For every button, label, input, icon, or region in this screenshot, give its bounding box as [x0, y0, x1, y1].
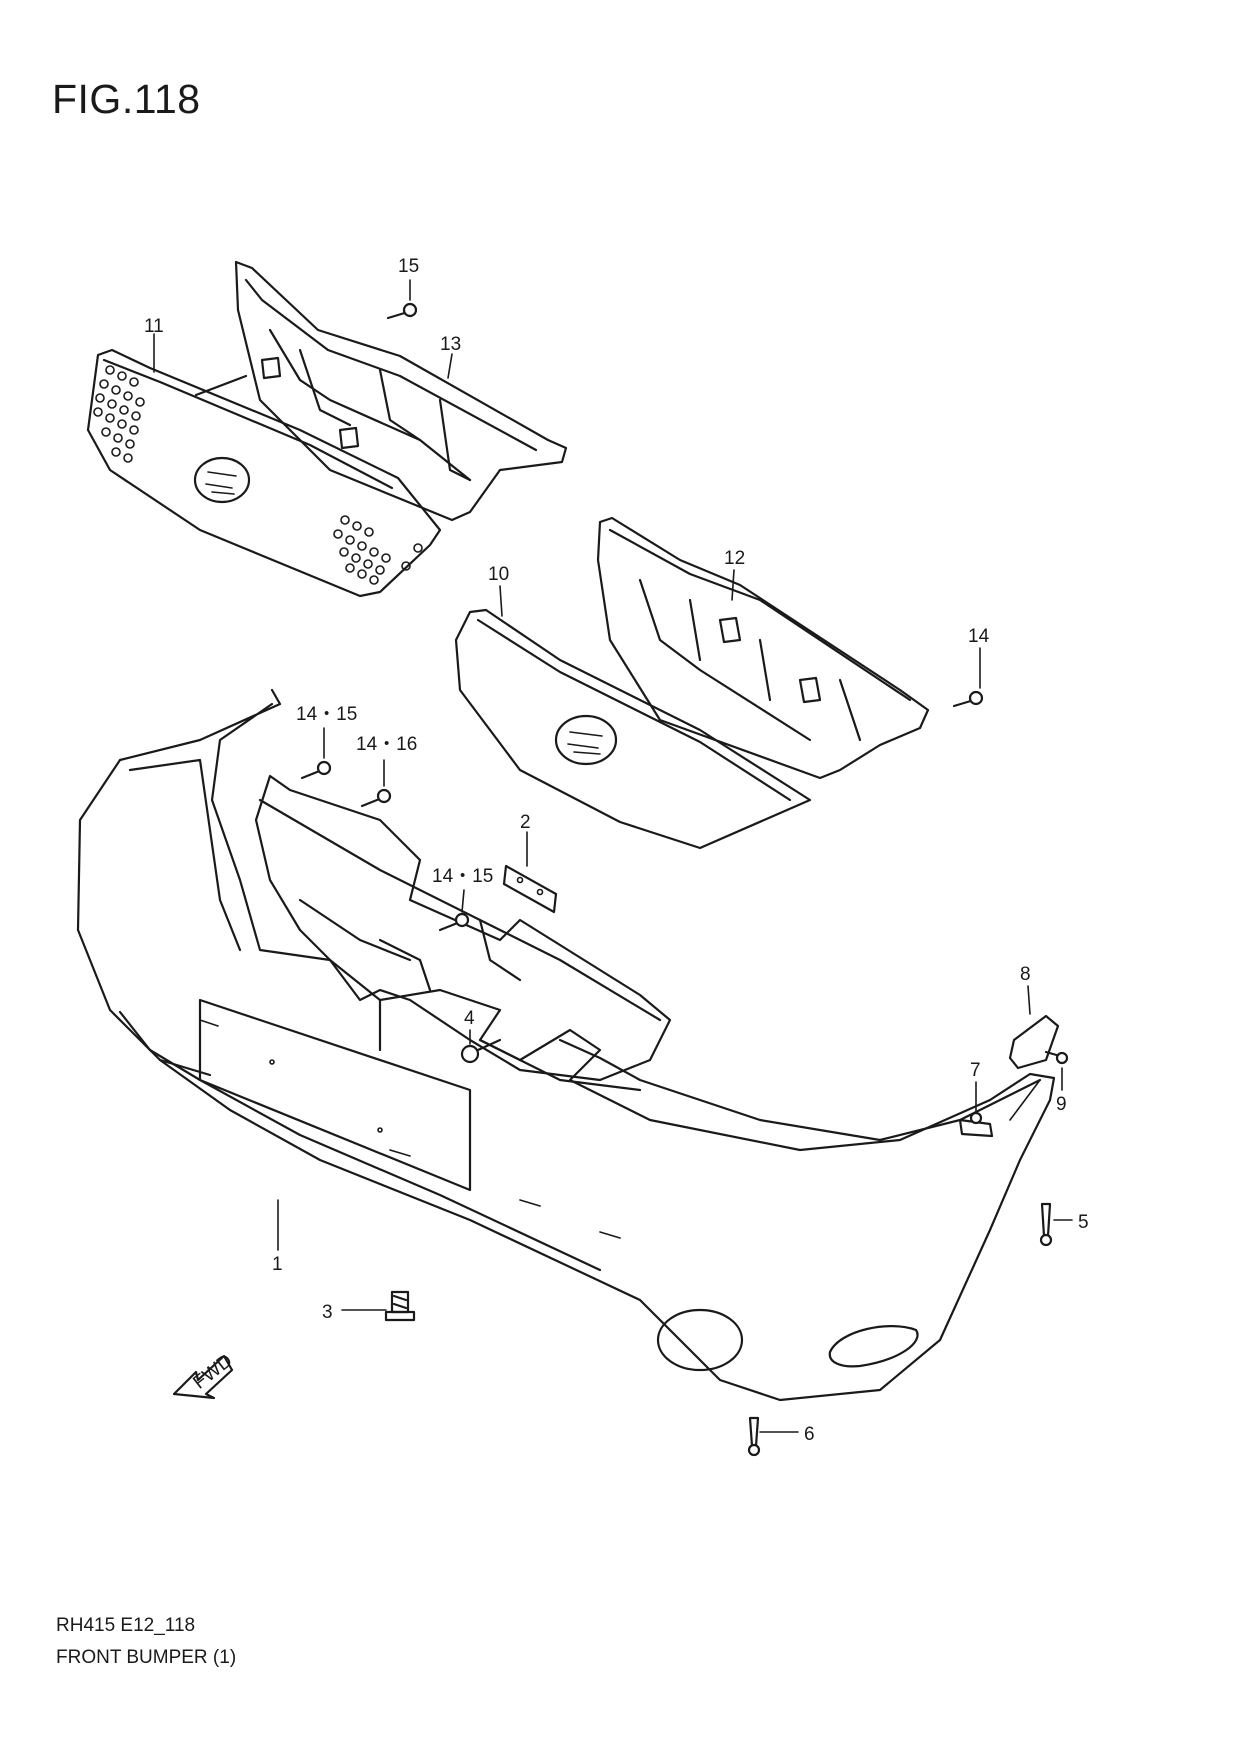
- fwd-arrow: FWD: [172, 1350, 236, 1400]
- callout-2: 2: [520, 812, 531, 833]
- bracket-2: [502, 864, 558, 914]
- bumper-bracket: [254, 774, 672, 1082]
- callout-14-16: 14・16: [356, 734, 417, 755]
- part-1-bumper-cover: [76, 688, 1056, 1402]
- callout-5: 5: [1078, 1212, 1089, 1233]
- callout-14-15-upper: 14・15: [296, 704, 357, 725]
- bolt-3: [384, 1290, 416, 1322]
- figure-title: FIG.118: [52, 76, 201, 122]
- part-12-grille-frame-lower: [596, 516, 930, 780]
- cover-8: [1008, 1014, 1060, 1070]
- callout-15: 15: [398, 256, 419, 277]
- emblem-lower: [554, 714, 618, 766]
- screw-14-upper: [952, 690, 984, 708]
- screw-5: [1039, 1202, 1053, 1247]
- screw-15: [386, 302, 418, 320]
- bolt-4: [460, 1038, 502, 1064]
- callout-9: 9: [1056, 1094, 1067, 1115]
- callout-1: 1: [272, 1254, 283, 1275]
- callout-8: 8: [1020, 964, 1031, 985]
- nut-7: [958, 1111, 994, 1138]
- callout-14-15-lower: 14・15: [432, 866, 493, 887]
- callout-14: 14: [968, 626, 990, 647]
- mesh-pattern-right: [333, 515, 423, 585]
- part-11-mesh-grille: [86, 348, 442, 598]
- part-13-grille-frame: [194, 260, 568, 522]
- screw-9: [1044, 1050, 1069, 1065]
- mesh-pattern-left: [93, 365, 145, 463]
- callout-11: 11: [144, 316, 164, 337]
- screw-14-15-b: [438, 912, 470, 932]
- callout-10: 10: [488, 564, 509, 585]
- diagram-name: FRONT BUMPER (1): [56, 1647, 237, 1668]
- callout-12: 12: [724, 548, 745, 569]
- part-10-grille-garnish: [454, 608, 812, 850]
- screw-14-15-a: [300, 760, 332, 780]
- diagram-code: RH415 E12_118: [56, 1615, 196, 1636]
- callout-13: 13: [440, 334, 461, 355]
- screw-6: [747, 1416, 761, 1457]
- callout-7: 7: [970, 1060, 981, 1081]
- emblem-upper: [193, 456, 251, 504]
- callout-labels: 15 11 13 12 10 14 14・15 14・16 2 14・15 4 …: [144, 256, 1089, 1445]
- callout-4: 4: [464, 1008, 475, 1029]
- leader-lines: [153, 279, 1073, 1433]
- screw-14-16: [360, 788, 392, 808]
- callout-6: 6: [804, 1424, 815, 1445]
- callout-3: 3: [322, 1302, 333, 1323]
